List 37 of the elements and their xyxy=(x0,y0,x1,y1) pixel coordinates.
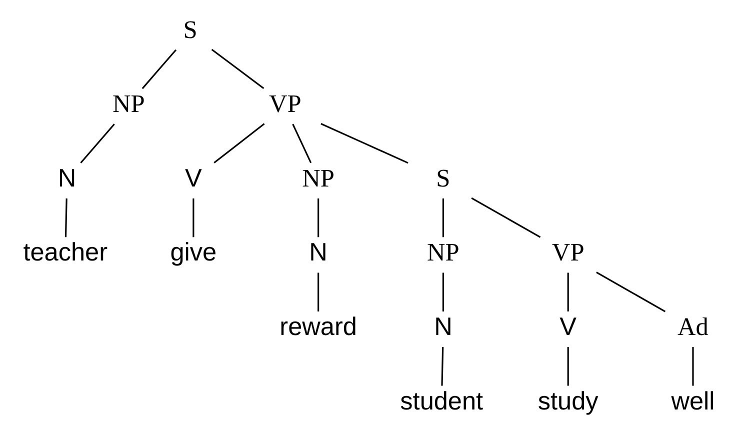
connector xyxy=(567,347,569,386)
node-text: give xyxy=(170,238,217,267)
connector xyxy=(442,272,444,312)
node-text: N xyxy=(58,164,76,192)
node-text: VP xyxy=(268,90,302,118)
node-text: N xyxy=(309,238,328,267)
node-text: student xyxy=(400,387,484,416)
node-text: S xyxy=(436,164,450,192)
connector xyxy=(596,272,666,312)
node-text: S xyxy=(183,16,198,44)
node-text: V xyxy=(184,164,202,192)
connector xyxy=(142,49,177,90)
node-text: NP xyxy=(427,238,460,267)
connector xyxy=(64,198,68,238)
connector xyxy=(292,124,312,164)
node-text: reward xyxy=(280,312,357,341)
node-text: NP xyxy=(112,90,145,118)
connector xyxy=(211,48,264,90)
node-text: study xyxy=(538,387,598,416)
node-text: well xyxy=(671,387,715,416)
node-text: N xyxy=(434,312,452,341)
connector xyxy=(442,198,444,238)
connector xyxy=(320,123,408,164)
node-text: VP xyxy=(552,238,584,267)
connector xyxy=(214,123,265,164)
connector xyxy=(80,124,115,164)
connector xyxy=(318,272,320,312)
connector xyxy=(567,272,569,312)
connector xyxy=(692,347,694,386)
connector xyxy=(441,347,444,386)
connector xyxy=(192,198,194,238)
node-text: teacher xyxy=(23,238,108,267)
node-text: V xyxy=(560,312,577,341)
node-text: Ad xyxy=(678,312,708,341)
node-text: NP xyxy=(302,164,334,192)
connector xyxy=(318,198,320,238)
connector xyxy=(471,197,541,238)
